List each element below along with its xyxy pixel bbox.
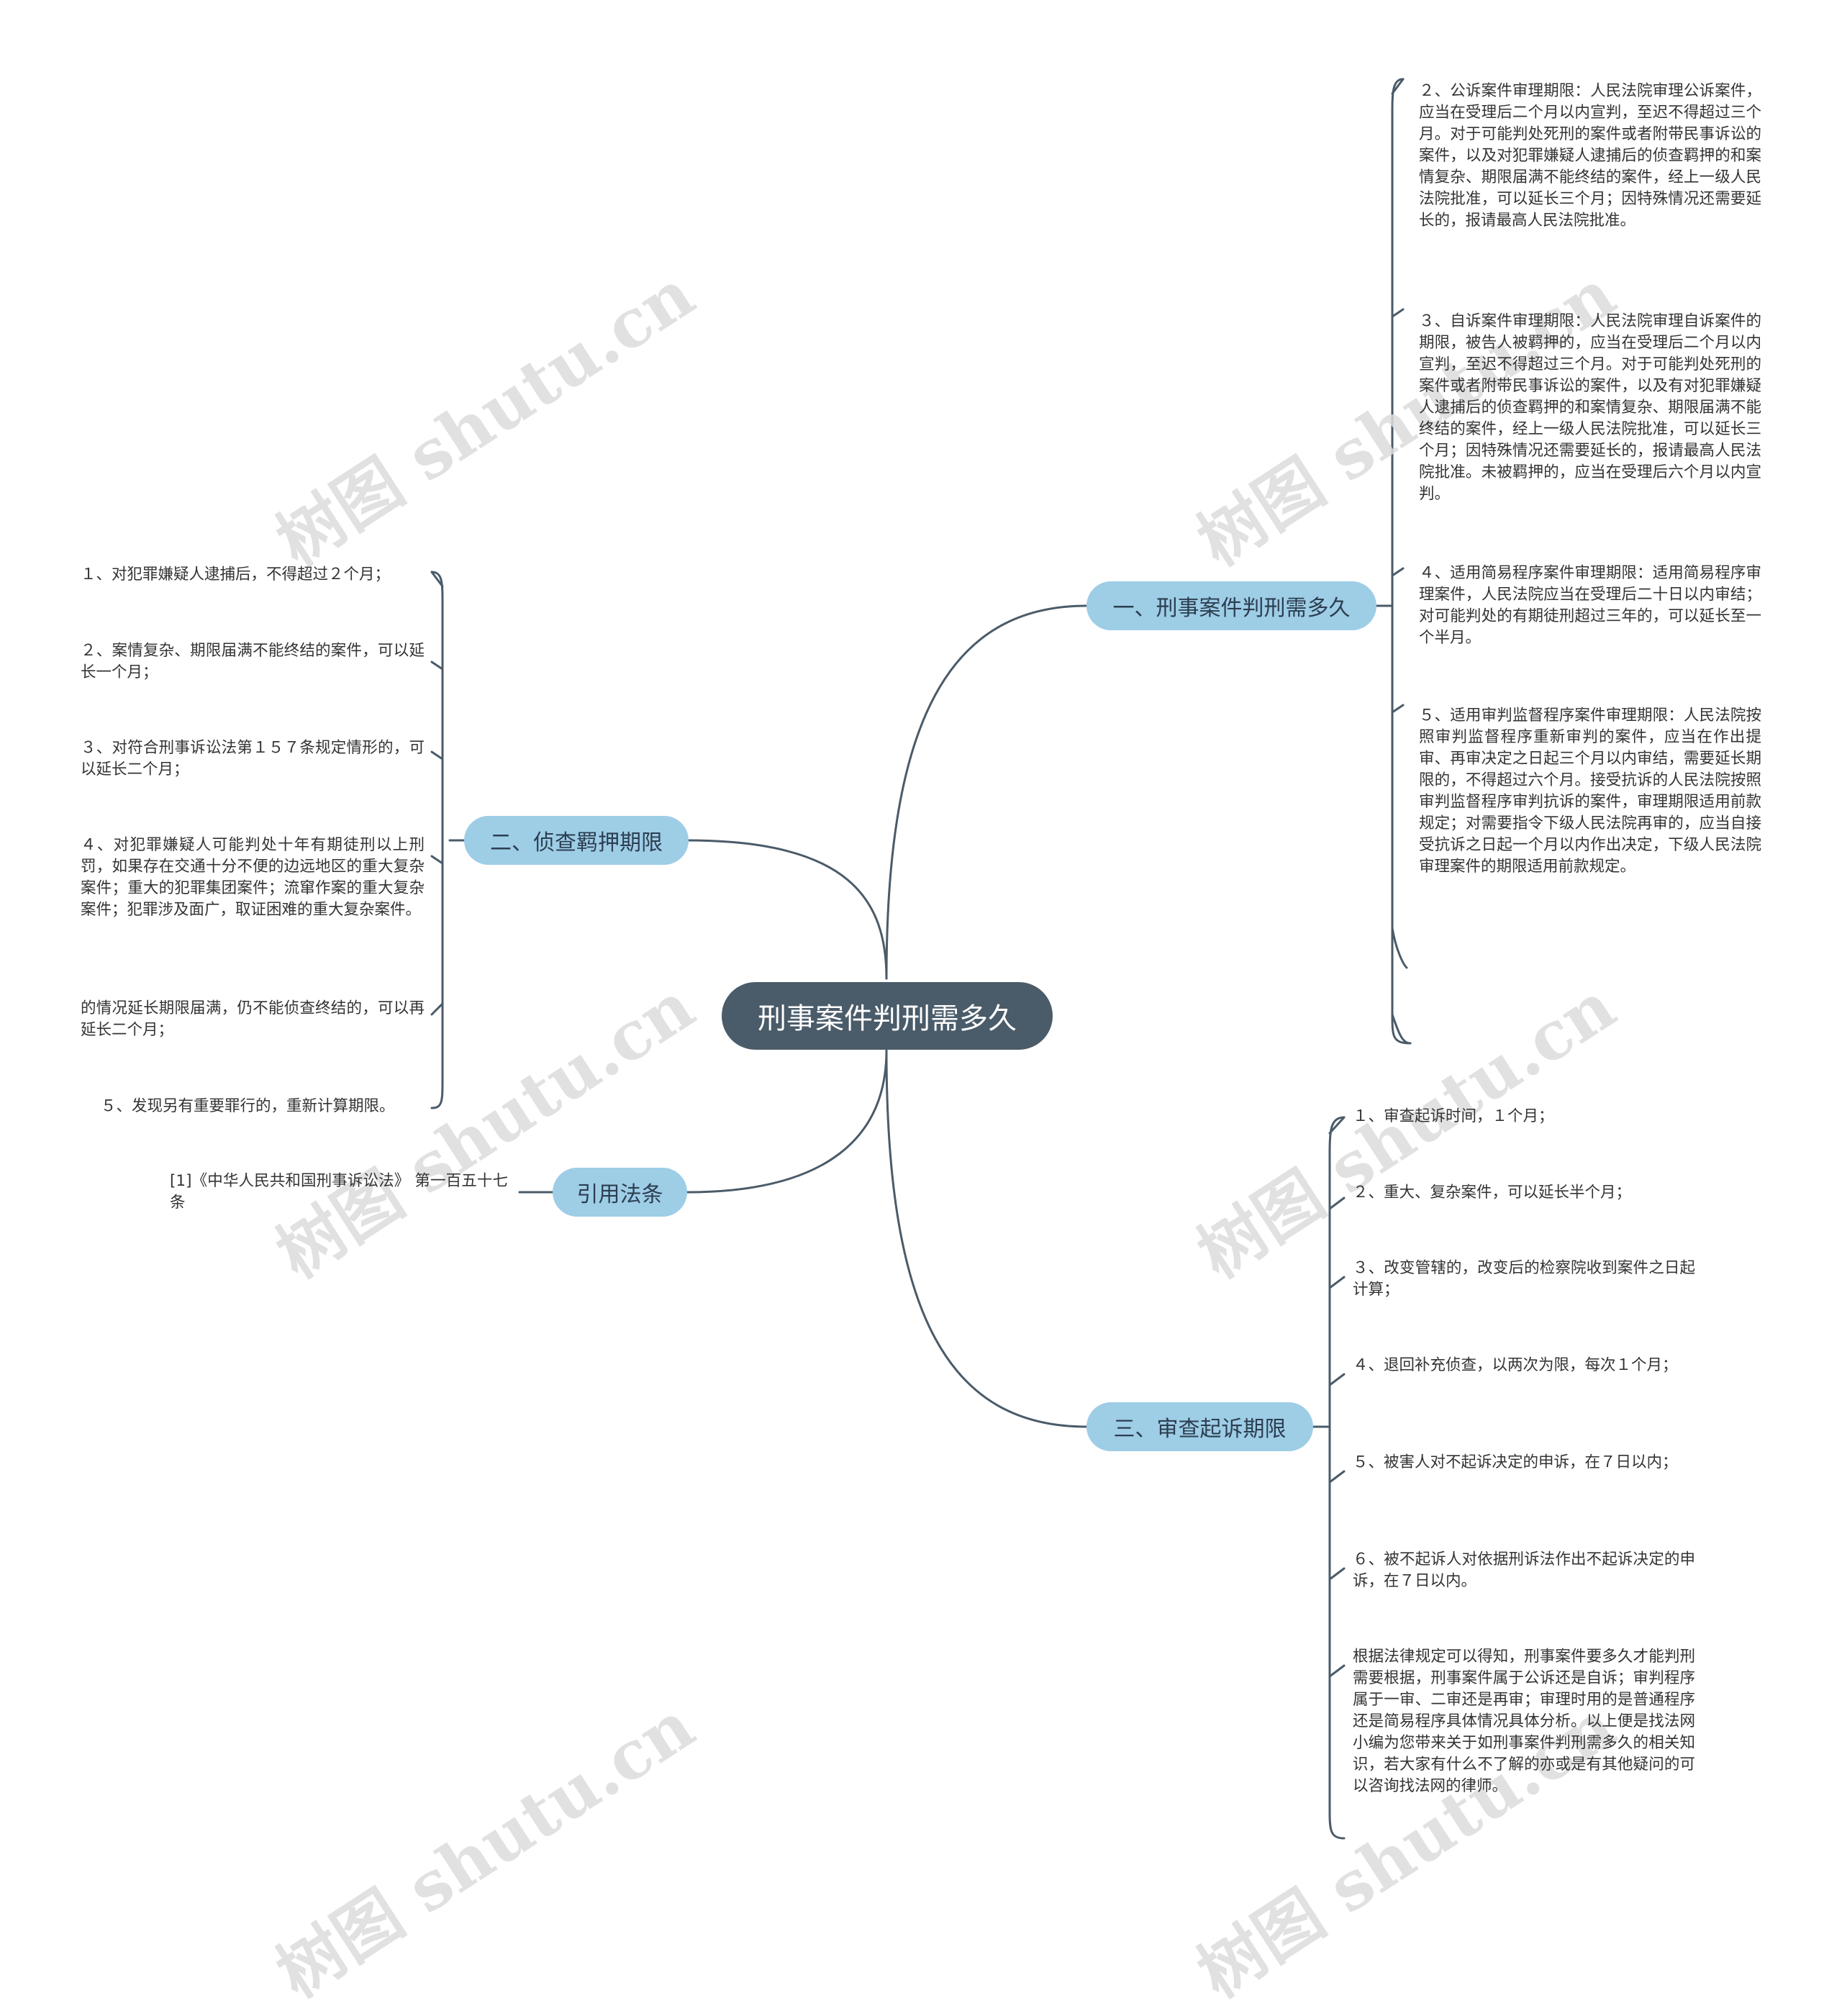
leaf-text: １、审查起诉时间，１个月；: [1353, 1107, 1554, 1125]
leaf-text: ２、案情复杂、期限届满不能终结的案件，可以延长一个月；: [81, 642, 425, 681]
tick-b4-6: [1328, 1567, 1346, 1581]
leaf-text: ３、改变管辖的，改变后的检察院收到案件之日起计算；: [1353, 1259, 1695, 1299]
tick-b2-4: [430, 855, 444, 865]
branch-topic-sentencing-duration[interactable]: 一、刑事案件判刑需多久: [1086, 581, 1376, 630]
tick-b1-6: [1391, 1013, 1412, 1045]
leaf-text: ６、被不起诉人对依据刑诉法作出不起诉决定的申诉，在７日以内。: [1353, 1550, 1695, 1590]
leaf-text: [1]《中华人民共和国刑事诉讼法》 第一百五十七条: [170, 1172, 508, 1212]
leaf-text: ５、适用审判监督程序案件审理期限：人民法院按照审判监督程序重新审判的案件，应当在…: [1419, 707, 1761, 876]
tick-b4-1: [1328, 1116, 1346, 1135]
branch-topic-investigation-detention[interactable]: 二、侦查羁押期限: [464, 816, 689, 865]
leaf-text: ３、自诉案件审理期限：人民法院审理自诉案件的期限，被告人被羁押的，应当在受理后二…: [1419, 312, 1761, 503]
leaf-text: ４、对犯罪嫌疑人可能判处十年有期徒刑以上刑罚，如果存在交通十分不便的边远地区的重…: [81, 836, 425, 919]
bracket-b4: [1328, 1116, 1346, 1840]
link-root-b3: [686, 1049, 888, 1194]
tick-b2-1: [430, 571, 444, 588]
leaf-text: １、对犯罪嫌疑人逮捕后，不得超过２个月；: [81, 566, 391, 584]
link-root-b4: [885, 1049, 1088, 1428]
tick-b2-2: [430, 660, 444, 671]
connector-lines: [430, 78, 1412, 1840]
leaf-text: ５、发现另有重要罪行的，重新计算期限。: [101, 1097, 395, 1115]
leaf-text: ２、公诉案件审理期限：人民法院审理公诉案件，应当在受理后二个月以内宣判，至迟不得…: [1419, 82, 1761, 230]
branch-topic-cited-law[interactable]: 引用法条: [553, 1168, 687, 1217]
tick-b4-7: [1328, 1664, 1346, 1678]
tick-b1-2: [1391, 308, 1405, 318]
bracket-b1: [1391, 78, 1412, 1045]
link-root-b2: [686, 839, 888, 980]
tick-b2-3: [430, 750, 444, 760]
tick-b4-5: [1328, 1470, 1346, 1484]
tick-b4-4: [1328, 1373, 1346, 1386]
link-root-b1: [885, 604, 1088, 980]
tick-b2-5: [430, 1002, 444, 1016]
leaf-text: 根据法律规定可以得知，刑事案件要多久才能判刑需要根据，刑事案件属于公诉还是自诉；…: [1353, 1648, 1695, 1795]
tick-b1-5: [1391, 927, 1408, 969]
root-topic[interactable]: 刑事案件判刑需多久: [722, 982, 1053, 1050]
leaf-text: 的情况延长期限届满，仍不能侦查终结的，可以再延长二个月；: [81, 999, 425, 1039]
tick-b4-3: [1328, 1276, 1346, 1289]
leaf-text: ４、适用简易程序案件审理期限：适用简易程序审理案件，人民法院应当在受理后二十日以…: [1419, 564, 1761, 647]
branch-topic-prosecution-review[interactable]: 三、审查起诉期限: [1086, 1402, 1313, 1451]
leaf-text: ３、对符合刑事诉讼法第１５７条规定情形的，可以延长二个月；: [81, 739, 425, 778]
tick-b4-2: [1328, 1197, 1346, 1210]
tick-b1-1: [1391, 78, 1405, 95]
leaf-text: ２、重大、复杂案件，可以延长半个月；: [1353, 1184, 1632, 1202]
leaf-text: ５、被害人对不起诉决定的申诉，在７日以内；: [1353, 1453, 1678, 1471]
bracket-b2: [430, 571, 444, 1109]
leaf-text: ４、退回补充侦查，以两次为限，每次１个月；: [1353, 1356, 1678, 1374]
mind-map-canvas: 树图 shutu.cn 树图 shutu.cn 树图 shutu.cn 树图 s…: [81, 78, 1761, 2012]
tick-b1-3: [1391, 567, 1405, 577]
tick-b1-4: [1391, 704, 1405, 714]
